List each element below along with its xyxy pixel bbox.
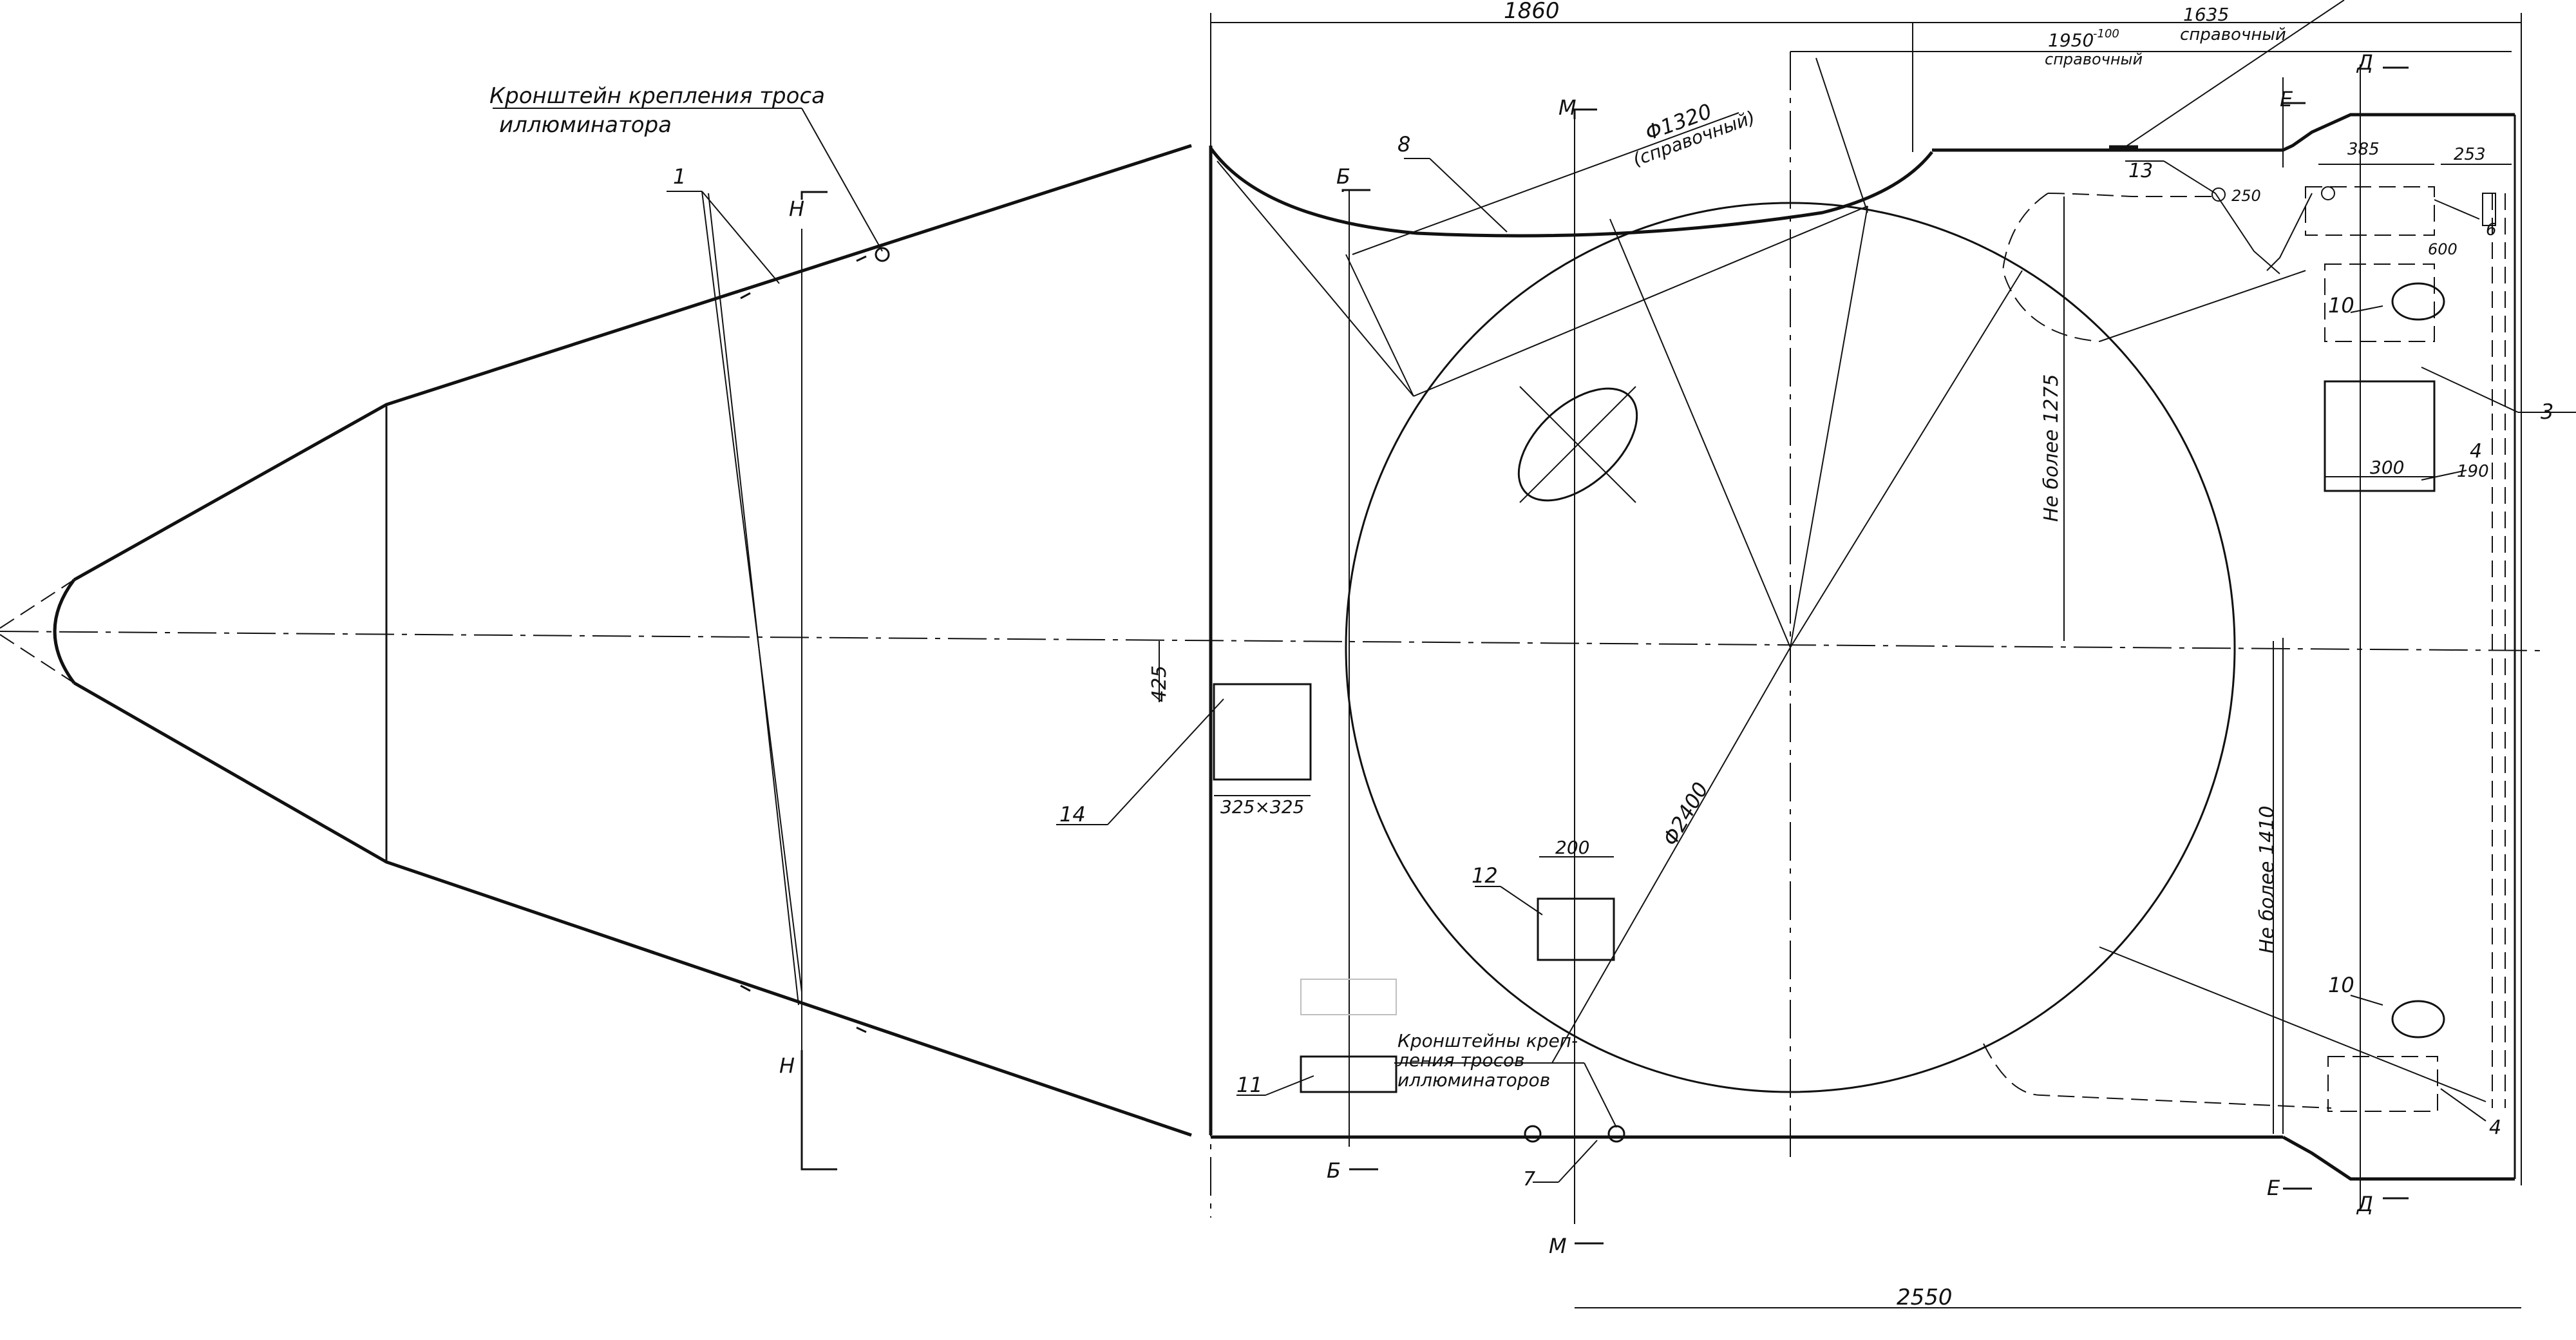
- callout-7: 7: [1523, 1168, 1535, 1191]
- note-bracket-top-line2: иллюминатора: [499, 112, 672, 138]
- dim-325x325: 325×325: [1220, 796, 1304, 818]
- dim-600: 600: [2428, 240, 2458, 258]
- dim-2550: 2550: [1897, 1285, 1953, 1310]
- note-bracket-top-line1: Кронштейн крепления троса: [489, 83, 825, 109]
- dim-190: 190: [2457, 462, 2489, 481]
- right-side-boxes: [2305, 186, 2496, 1112]
- dim-dia2400: Φ2400: [1658, 778, 1713, 850]
- dim-385: 385: [2347, 140, 2380, 159]
- section-mark-d-top: Д: [2356, 50, 2373, 75]
- callout-12: 12: [1472, 863, 1498, 888]
- dimension-lines: [1159, 13, 2522, 1308]
- section-mark-m-bottom: М: [1549, 1234, 1567, 1258]
- dim-1950-tol: -100: [2093, 27, 2119, 41]
- dim-not-more-1275: Не более 1275: [2040, 374, 2063, 522]
- callout-13: 13: [2128, 160, 2153, 182]
- rect-11: [1300, 979, 1397, 1093]
- dim-253: 253: [2454, 145, 2486, 164]
- callout-4b: 4: [2489, 1116, 2501, 1139]
- dimension-texts: 1860 1635 справочный 1950 -100 справочны…: [1148, 0, 2489, 1310]
- callout-14: 14: [1059, 802, 1086, 827]
- section-mark-m-top: М: [1558, 95, 1577, 120]
- annotation-texts: Кронштейн крепления троса иллюминатора К…: [489, 83, 1578, 1091]
- note-bracket-bottom-line3: иллюминаторов: [1397, 1069, 1550, 1091]
- section-mark-h-bottom: Н: [779, 1053, 795, 1078]
- callout-4a: 4: [2470, 440, 2482, 463]
- section-mark-h-top: Н: [789, 196, 804, 221]
- mechanism-13: [1983, 186, 2335, 1109]
- callout-11: 11: [1236, 1073, 1263, 1097]
- dim-1860: 1860: [1504, 0, 1560, 24]
- callout-10b: 10: [2328, 973, 2354, 997]
- section-mark-b-bottom: Б: [1327, 1158, 1341, 1183]
- dim-250: 250: [2231, 187, 2261, 205]
- dim-not-more-1410: Не более 1410: [2256, 806, 2278, 953]
- axis-lines: [0, 52, 2544, 1218]
- dim-1950: 1950: [2048, 30, 2094, 51]
- leader-lines: [493, 0, 2576, 1183]
- dim-300: 300: [2370, 457, 2404, 478]
- body-outline: [0, 113, 2516, 1181]
- callout-8: 8: [1397, 132, 1410, 157]
- section-arrows: [800, 66, 2409, 1245]
- rect-12: [1537, 897, 1615, 961]
- main-hatch-circle: [1217, 57, 2486, 1102]
- dim-1635: 1635: [2183, 4, 2229, 25]
- section-mark-b-top: Б: [1336, 164, 1350, 189]
- section-mark-texts: Н Н Б Б М М Е Е Д Д: [779, 50, 2373, 1258]
- callout-1: 1: [673, 164, 686, 189]
- callout-3: 3: [2541, 399, 2553, 424]
- callout-10a: 10: [2328, 293, 2354, 318]
- note-bracket-bottom-line2: ления тросов: [1397, 1049, 1525, 1071]
- cable-brackets: [740, 145, 2138, 1143]
- callout-6: 6: [2486, 220, 2497, 240]
- dim-200: 200: [1555, 837, 1589, 858]
- dim-1635-ref: справочный: [2180, 25, 2286, 44]
- porthole-ellipse: [1517, 386, 1638, 503]
- rect-14: [1213, 683, 1312, 781]
- section-mark-e-top: Е: [2280, 87, 2293, 111]
- dim-1950-ref: справочный: [2045, 50, 2143, 68]
- section-mark-d-bottom: Д: [2356, 1192, 2373, 1216]
- callout-texts: 1 3 4 4 6 7 8 10 10 11 12 13 14: [673, 132, 2553, 1191]
- note-bracket-bottom-line1: Кронштейны креп-: [1397, 1030, 1578, 1051]
- section-mark-e-bottom: Е: [2267, 1176, 2280, 1200]
- dim-425: 425: [1148, 665, 1171, 702]
